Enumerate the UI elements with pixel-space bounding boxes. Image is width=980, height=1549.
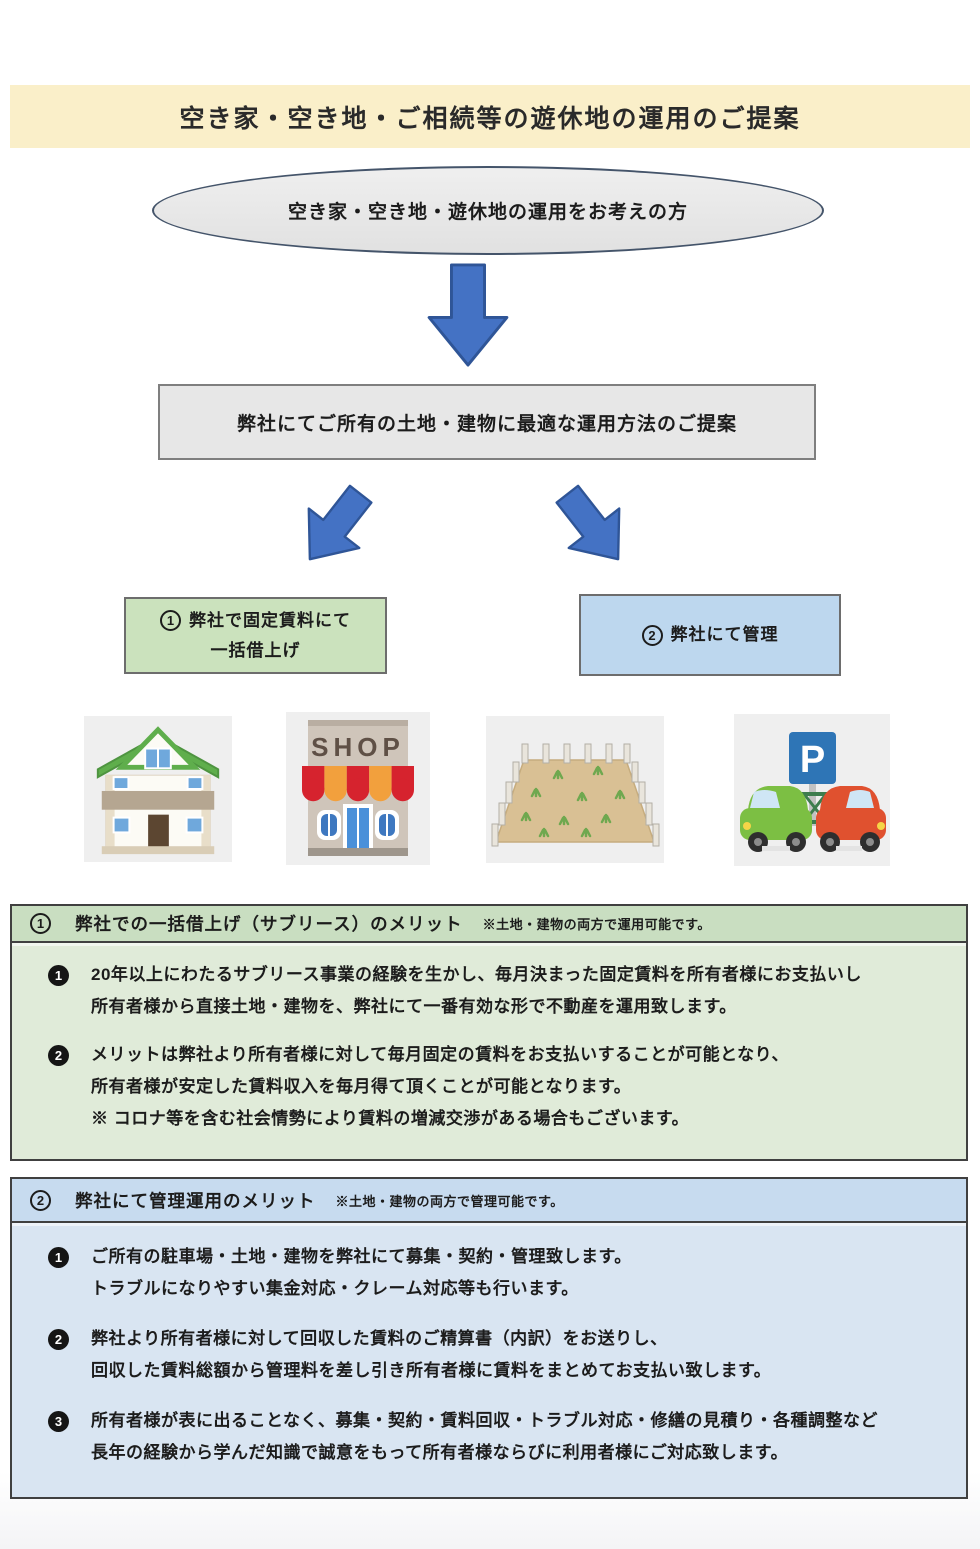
merit-text: 弊社より所有者様に対して回収した賃料のご精算書（内訳）をお送りし、 回収した賃料… <box>91 1323 771 1387</box>
merit-text: 20年以上にわたるサブリース事業の経験を生かし、毎月決まった固定賃料を所有者様に… <box>91 959 862 1023</box>
merit-line: ※ コロナ等を含む社会情勢により賃料の増減交渉がある場合もございます。 <box>91 1109 690 1128</box>
arrow-down-shape <box>427 263 509 367</box>
list-item: 2 メリットは弊社より所有者様に対して毎月固定の賃料をお支払いすることが可能とな… <box>48 1039 952 1135</box>
vacant-land-illustration <box>486 716 664 863</box>
option-sublease-box: 1 弊社で固定賃料にて 一括借上げ <box>124 597 387 674</box>
title-banner: 空き家・空き地・ご相続等の遊休地の運用のご提案 <box>10 85 970 148</box>
circled-number-1-icon: 1 <box>30 913 51 934</box>
sublease-merit-header: 1 弊社での一括借上げ（サブリース）のメリット ※土地・建物の両方で運用可能です… <box>12 906 966 943</box>
arrow-down-left-icon <box>275 465 395 590</box>
merit-line: 長年の経験から学んだ知識で誠意をもって所有者様ならびに利用者様にご対応致します。 <box>91 1443 789 1462</box>
list-item: 1 20年以上にわたるサブリース事業の経験を生かし、毎月決まった固定賃料を所有者… <box>48 959 952 1023</box>
arrow-down-right-icon <box>533 465 653 590</box>
merit-line: 弊社より所有者様に対して回収した賃料のご精算書（内訳）をお送りし、 <box>91 1329 668 1348</box>
filled-number-1-icon: 1 <box>48 1247 69 1268</box>
arrow-down-right-shape <box>555 484 621 561</box>
shop-awning <box>302 766 414 802</box>
filled-number-2-icon: 2 <box>48 1329 69 1350</box>
vacant-land-icon <box>486 716 664 863</box>
management-merit-title: 弊社にて管理運用のメリット <box>75 1190 316 1211</box>
management-merit-body: 1 ご所有の駐車場・土地・建物を弊社にて募集・契約・管理致します。 トラブルにな… <box>12 1223 966 1497</box>
merit-line: 所有者様が表に出ることなく、募集・契約・賃料回収・トラブル対応・修繕の見積り・各… <box>91 1411 878 1430</box>
management-merit-header: 2 弊社にて管理運用のメリット ※土地・建物の両方で管理可能です。 <box>12 1179 966 1223</box>
house-illustration <box>84 716 232 862</box>
management-merit-note: ※土地・建物の両方で管理可能です。 <box>335 1193 564 1209</box>
parking-sign-text: P <box>800 739 825 781</box>
merit-line: メリットは弊社より所有者様に対して毎月固定の賃料をお支払いすることが可能となり、 <box>91 1045 789 1064</box>
option-sublease-line2: 一括借上げ <box>210 640 301 660</box>
sublease-merit-title: 弊社での一括借上げ（サブリース）のメリット <box>75 914 463 934</box>
option-management-text: 弊社にて管理 <box>670 625 779 644</box>
red-car <box>816 786 886 852</box>
flow-start-ellipse: 空き家・空き地・遊休地の運用をお考えの方 <box>152 166 824 255</box>
option-management-line1: 2 弊社にて管理 <box>641 620 779 650</box>
circled-number-1-icon: 1 <box>160 610 181 631</box>
page-title: 空き家・空き地・ご相続等の遊休地の運用のご提案 <box>179 104 801 133</box>
flow-start-label: 空き家・空き地・遊休地の運用をお考えの方 <box>287 202 688 223</box>
fence-posts <box>491 743 660 847</box>
option-sublease-line1: 1 弊社で固定賃料にて <box>160 606 351 636</box>
shop-illustration: SHOP <box>286 712 430 865</box>
merit-line: ご所有の駐車場・土地・建物を弊社にて募集・契約・管理致します。 <box>91 1247 632 1266</box>
circled-number-2-icon: 2 <box>30 1189 51 1211</box>
list-item: 1 ご所有の駐車場・土地・建物を弊社にて募集・契約・管理致します。 トラブルにな… <box>48 1241 952 1305</box>
house-icon <box>84 716 232 862</box>
merit-text: メリットは弊社より所有者様に対して毎月固定の賃料をお支払いすることが可能となり、… <box>91 1039 789 1135</box>
arrow-down-icon <box>424 262 512 369</box>
parking-lot-illustration: P <box>734 714 890 866</box>
merit-line: 回収した賃料総額から管理料を差し引き所有者様に賃料をまとめてお支払い致します。 <box>91 1361 772 1380</box>
merit-line: 所有者様から直接土地・建物を、弊社にて一番有効な形で不動産を運用致します。 <box>91 997 737 1016</box>
option-sublease-text: 弊社で固定賃料にて <box>189 610 351 630</box>
arrow-down-left-shape <box>307 484 373 561</box>
parking-lot-icon: P <box>734 714 890 866</box>
filled-number-2-icon: 2 <box>48 1045 69 1066</box>
merit-text: 所有者様が表に出ることなく、募集・契約・賃料回収・トラブル対応・修繕の見積り・各… <box>91 1405 878 1469</box>
sublease-merit-note: ※土地・建物の両方で運用可能です。 <box>482 917 711 932</box>
circled-number-2-icon: 2 <box>641 624 663 646</box>
management-merit-section: 2 弊社にて管理運用のメリット ※土地・建物の両方で管理可能です。 1 ご所有の… <box>10 1177 968 1499</box>
sublease-merit-body: 1 20年以上にわたるサブリース事業の経験を生かし、毎月決まった固定賃料を所有者… <box>12 943 966 1159</box>
merit-line: 所有者様が安定した賃料収入を毎月得て頂くことが可能となります。 <box>91 1077 632 1096</box>
proposal-label: 弊社にてご所有の土地・建物に最適な運用方法のご提案 <box>236 413 737 435</box>
option-management-box: 2 弊社にて管理 <box>579 594 841 676</box>
shop-sign-text: SHOP <box>311 732 405 762</box>
list-item: 2 弊社より所有者様に対して回収した賃料のご精算書（内訳）をお送りし、 回収した… <box>48 1323 952 1387</box>
merit-text: ご所有の駐車場・土地・建物を弊社にて募集・契約・管理致します。 トラブルになりや… <box>91 1241 632 1305</box>
shop-icon: SHOP <box>286 712 430 865</box>
weed-tufts <box>520 765 626 838</box>
merit-line: トラブルになりやすい集金対応・クレーム対応等も行います。 <box>91 1279 579 1298</box>
filled-number-1-icon: 1 <box>48 965 69 986</box>
sublease-merit-section: 1 弊社での一括借上げ（サブリース）のメリット ※土地・建物の両方で運用可能です… <box>10 904 968 1161</box>
proposal-box: 弊社にてご所有の土地・建物に最適な運用方法のご提案 <box>158 384 816 460</box>
merit-line: 20年以上にわたるサブリース事業の経験を生かし、毎月決まった固定賃料を所有者様に… <box>91 965 862 984</box>
list-item: 3 所有者様が表に出ることなく、募集・契約・賃料回収・トラブル対応・修繕の見積り… <box>48 1405 952 1469</box>
green-car <box>740 786 812 852</box>
filled-number-3-icon: 3 <box>48 1411 69 1432</box>
